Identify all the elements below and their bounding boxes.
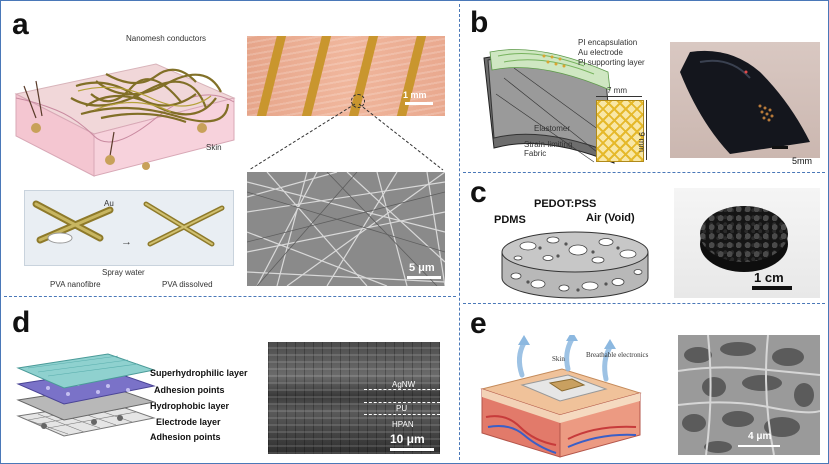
divider-right-horizontal-2 xyxy=(463,303,825,304)
au-label: Au xyxy=(104,199,114,208)
panel-d-letter: d xyxy=(12,306,31,339)
porous-disk-schematic xyxy=(501,231,649,299)
scale-bar-5um xyxy=(407,276,441,279)
sem-porous-film-image: 4 μm xyxy=(678,335,820,455)
hpan-label: HPAN xyxy=(392,420,414,429)
skin-e-label: Skin xyxy=(552,355,565,363)
pedot-label: PEDOT:PSS xyxy=(534,198,597,210)
divider-left-horizontal xyxy=(4,296,456,297)
agnw-label: AgNW xyxy=(392,380,416,389)
height-dimension-line xyxy=(646,100,647,160)
scale-bar-5mm-label: 5mm xyxy=(792,156,812,166)
width-label: 7 mm xyxy=(607,86,627,95)
strain-limiting-label: Strain-limiting xyxy=(524,140,573,149)
process-arrow-icon: → xyxy=(121,236,132,248)
skin-label: Skin xyxy=(206,143,222,152)
scale-bar-5mm xyxy=(772,146,788,149)
scale-bar-10um-label: 10 μm xyxy=(390,432,425,446)
nanomesh-label: Nanomesh conductors xyxy=(126,34,207,43)
flexible-sensor-photo xyxy=(670,42,820,158)
panel-a: a Nanomesh conductors Ski xyxy=(0,0,458,296)
panel-c: c PDMS PEDOT:PSS Air (Void) 1 cm xyxy=(462,174,827,302)
pva-dissolved-label: PVA dissolved xyxy=(162,280,213,289)
fabric-label: Fabric xyxy=(524,149,547,158)
spray-water-label: Spray water xyxy=(102,268,145,277)
panel-c-letter: c xyxy=(470,176,487,209)
adhesion-points-label-1: Adhesion points xyxy=(154,385,225,395)
scale-bar-1cm-label: 1 cm xyxy=(754,270,784,285)
pva-fibre-before xyxy=(32,200,114,244)
divider-vertical xyxy=(459,4,460,460)
pva-process-box xyxy=(24,190,234,266)
skin-breathable-schematic xyxy=(480,335,642,458)
panel-b-letter: b xyxy=(470,6,489,39)
elastomer-label: Elastomer xyxy=(534,124,571,133)
skin-nanomesh-schematic xyxy=(14,63,236,177)
adhesion-points-label-2: Adhesion points xyxy=(150,432,221,442)
hydrophobic-label: Hydrophobic layer xyxy=(150,401,230,411)
electrode-layer-label: Electrode layer xyxy=(156,417,221,427)
pdms-label: PDMS xyxy=(494,214,526,226)
scale-bar-4um xyxy=(738,445,780,447)
pva-nanofibre-label: PVA nanofibre xyxy=(50,280,101,289)
porous-disk-photo xyxy=(674,188,820,298)
scale-bar-5um-label: 5 μm xyxy=(409,262,435,274)
zoom-lines xyxy=(248,103,444,171)
layer-boundary-1 xyxy=(364,389,440,390)
layered-membrane-schematic xyxy=(16,353,156,437)
pi-encapsulation-label: PI encapsulation xyxy=(578,38,638,47)
layer-boundary-3 xyxy=(364,414,440,415)
scale-bar-1mm-label: 1 mm xyxy=(403,90,427,100)
layer-boundary-2 xyxy=(364,402,440,403)
pi-supporting-label: PI supporting layer xyxy=(578,58,645,67)
scale-bar-10um xyxy=(390,448,434,451)
porous-disk xyxy=(700,206,788,262)
flexible-sensor-schematic xyxy=(483,49,615,164)
sem-cross-section-image: AgNW PU HPAN 10 μm xyxy=(268,342,440,454)
zoom-circle xyxy=(351,94,365,108)
height-label: 9 mm xyxy=(637,132,646,152)
panel-d: d Superhydrophilic layer Adhesion points… xyxy=(0,298,458,462)
pva-fibre-after xyxy=(143,201,225,247)
breathable-electronics-label: Breathable electronics xyxy=(586,351,649,359)
scale-bar-1cm xyxy=(752,286,792,290)
skin-photo: 1 mm xyxy=(247,36,445,116)
pu-label: PU xyxy=(396,404,408,413)
panel-b: b PI encapsulation Au electrode PI suppo… xyxy=(462,0,827,172)
panel-a-letter: a xyxy=(12,8,29,41)
panel-e: e Skin Breathable electronics xyxy=(462,305,827,462)
au-electrode-label: Au electrode xyxy=(578,48,623,57)
scale-bar-1mm xyxy=(405,102,433,105)
air-void-label: Air (Void) xyxy=(586,212,635,224)
panel-e-letter: e xyxy=(470,307,487,340)
superhydrophilic-label: Superhydrophilic layer xyxy=(150,368,248,378)
divider-right-horizontal-1 xyxy=(463,172,825,173)
electrode-pattern xyxy=(596,100,644,162)
scale-bar-4um-label: 4 μm xyxy=(748,431,772,442)
width-dimension-line xyxy=(596,96,642,97)
sem-nanomesh-image: 5 μm xyxy=(247,172,445,286)
